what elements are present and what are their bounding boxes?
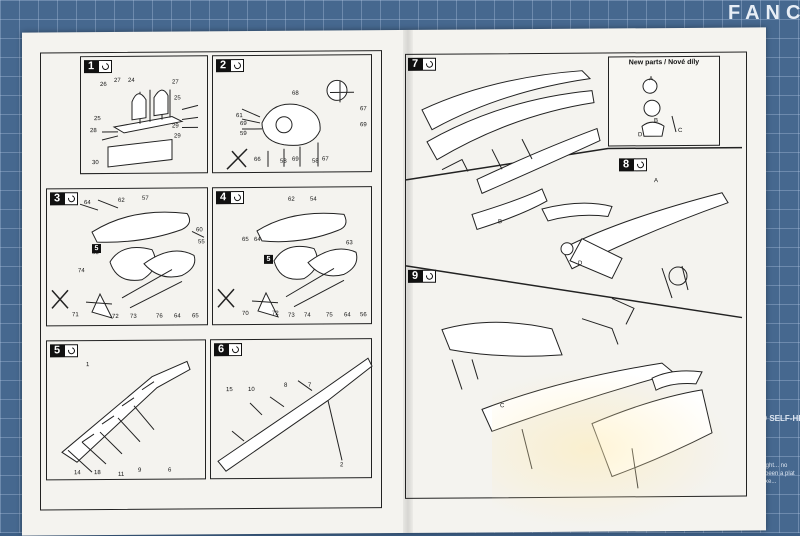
step-2-drawing — [226, 79, 354, 170]
sub-step-marker: 5 — [264, 254, 273, 264]
part-callout: 74 — [304, 312, 311, 319]
new-part-label: C — [678, 127, 683, 135]
part-callout: 75 — [326, 312, 333, 319]
part-callout: A — [654, 178, 659, 185]
part-callout: 11 — [118, 471, 125, 478]
part-callout: C — [500, 403, 505, 410]
part-callout: 30 — [92, 160, 99, 167]
step-4-drawing — [217, 212, 358, 318]
part-callout: 27 — [114, 77, 121, 84]
step-1-drawing — [101, 89, 199, 168]
part-callout: 59 — [240, 131, 247, 138]
part-callout: 28 — [90, 128, 97, 135]
step-8-drawing — [541, 192, 729, 299]
part-callout: 58 — [312, 158, 319, 165]
part-callout: 10 — [248, 386, 255, 394]
sub-step-marker: 5 — [92, 244, 101, 254]
new-parts-drawing — [641, 78, 677, 137]
part-callout: B — [498, 219, 503, 226]
part-callout: 60 — [196, 227, 203, 234]
part-callout: 65 — [242, 237, 249, 244]
part-callout: 1 — [86, 362, 90, 369]
part-callout: 74 — [78, 268, 85, 275]
part-callout: 56 — [360, 312, 367, 319]
part-callout: 67 — [322, 156, 329, 163]
step-6-drawing — [217, 357, 373, 472]
part-callout: 71 — [72, 312, 79, 319]
part-callout: 26 — [100, 82, 107, 89]
part-callout: 76 — [156, 313, 163, 320]
part-callout: 27 — [172, 79, 179, 86]
part-callout: 65 — [192, 313, 199, 320]
new-part-label: A — [649, 76, 654, 83]
part-callout: 64 — [84, 200, 91, 207]
part-callout: 68 — [292, 90, 299, 97]
part-callout: 25 — [174, 95, 181, 102]
part-callout: 7 — [308, 382, 312, 389]
part-callout: 14 — [74, 470, 81, 477]
part-callout: 62 — [118, 197, 125, 204]
part-callout: 25 — [94, 116, 101, 123]
part-callout: 15 — [226, 387, 233, 394]
part-callout: 58 — [280, 158, 287, 165]
part-callout: 54 — [310, 196, 317, 203]
part-callout: 69 — [360, 122, 367, 129]
part-callout: 64 — [174, 313, 181, 320]
new-part-label: D — [638, 132, 643, 139]
part-callout: 66 — [254, 156, 261, 163]
part-callout: 67 — [360, 106, 367, 113]
new-part-label: B — [654, 118, 659, 125]
part-callout: 61 — [236, 113, 243, 120]
instruction-sheet: 1 2 3 4 5 6 7 8 9 New parts / Nové díly — [22, 27, 766, 536]
mat-brand-text: FANC — [728, 2, 800, 24]
part-callout: 62 — [288, 196, 295, 203]
part-callout: 6 — [168, 467, 172, 474]
part-callout: 18 — [94, 470, 101, 477]
part-callout: 9 — [138, 467, 142, 474]
part-callout: 24 — [128, 77, 135, 84]
part-callout: 64 — [344, 312, 351, 319]
mat-label-text: ED SELF-HEA... X 30 CM — [756, 414, 800, 423]
step-5-drawing — [61, 360, 191, 473]
part-callout: 29 — [174, 133, 181, 140]
part-callout: 57 — [142, 195, 149, 202]
part-callout: 69 — [292, 156, 299, 163]
part-callout: 55 — [198, 239, 205, 246]
part-callout: 72 — [112, 313, 119, 320]
part-callout: 8 — [284, 382, 288, 389]
assembly-drawings — [51, 70, 743, 489]
part-callout: 64 — [254, 236, 261, 243]
step-7-drawing — [421, 70, 601, 231]
part-callout: D — [578, 260, 583, 267]
part-callout: 73 — [288, 312, 295, 319]
part-callout: 73 — [130, 313, 137, 320]
part-callout: 72 — [272, 310, 279, 317]
part-callout: 29 — [172, 123, 179, 130]
part-callout: 70 — [242, 311, 249, 318]
step-9-drawing — [441, 298, 713, 489]
part-callout: 63 — [346, 240, 353, 247]
step-3-drawing — [51, 199, 205, 319]
part-callout: 69 — [240, 121, 247, 128]
part-callout: 2 — [340, 462, 344, 469]
